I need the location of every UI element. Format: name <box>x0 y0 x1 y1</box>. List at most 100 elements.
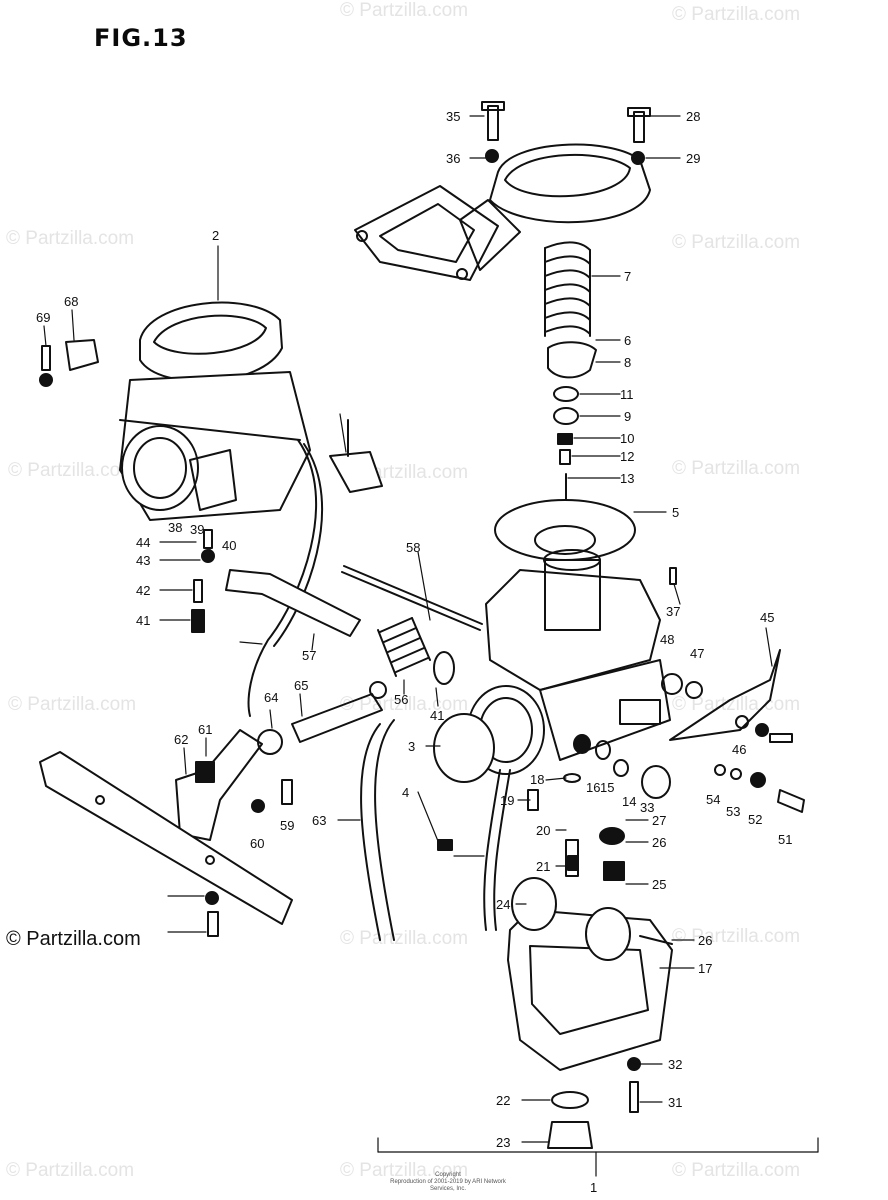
cap-3 <box>433 713 495 783</box>
screw-43 <box>193 579 203 603</box>
screw-4 <box>437 839 453 851</box>
watermark: © Partzilla.com <box>340 694 469 715</box>
screw-45 <box>203 529 213 549</box>
copyright-line-1: Copyright <box>435 1172 461 1178</box>
watermark: © Partzilla.com <box>672 232 801 253</box>
callout-22: 22 <box>496 1093 510 1108</box>
watermark: © Partzilla.com <box>672 694 801 715</box>
screw-bottom <box>207 911 219 937</box>
callout-23: 23 <box>496 1135 510 1150</box>
callout-10: 10 <box>620 431 634 446</box>
callout-43: 42 <box>136 583 150 598</box>
watermark: © Partzilla.com <box>6 1160 135 1181</box>
callout-54: 56 <box>394 692 408 707</box>
float-bowl <box>507 877 673 1071</box>
float-24 <box>511 877 557 931</box>
watermark: © Partzilla.com <box>8 694 137 715</box>
callout-13: 13 <box>620 471 634 486</box>
piston-spring <box>544 241 591 337</box>
callout-60: 62 <box>174 732 188 747</box>
callout-65: 69 <box>36 310 50 325</box>
callout-19: 19 <box>500 793 514 808</box>
callout-39: 39 <box>190 522 204 537</box>
callout-28: 27 <box>652 813 666 828</box>
callout-17: 17 <box>698 961 712 976</box>
callout-26: 26 <box>698 933 712 948</box>
top-cap-cover <box>459 143 651 271</box>
washer-9 <box>553 407 579 425</box>
screw-35 <box>487 105 499 141</box>
watermark: © Partzilla.com <box>6 228 135 249</box>
screw-65 <box>41 345 51 371</box>
callout-62: 65 <box>294 678 308 693</box>
callout-36: 36 <box>446 151 460 166</box>
right-carburetor-body <box>467 549 671 775</box>
adjust-screw-50 <box>777 789 805 813</box>
callout-1: 1 <box>590 1180 597 1195</box>
callout-15: 15 <box>600 780 614 795</box>
callout-49: 48 <box>660 632 674 647</box>
fitting-69 <box>329 451 383 493</box>
callout-38: 38 <box>168 520 182 535</box>
washer-49 <box>661 673 683 695</box>
washer-41 <box>433 651 455 685</box>
watermark: © Partzilla.com <box>340 1160 469 1181</box>
needle-retainer <box>547 341 597 379</box>
callout-46: 45 <box>760 610 774 625</box>
callout-4: 4 <box>402 785 409 800</box>
shaft-55 <box>225 569 361 637</box>
shaft-62 <box>291 693 383 743</box>
watermark: © Partzilla.com <box>672 458 801 479</box>
callout-31: 31 <box>668 1095 682 1110</box>
callout-50: 51 <box>778 832 792 847</box>
screw-57 <box>281 779 293 805</box>
callout-51: 52 <box>748 812 762 827</box>
callout-33: 33 <box>640 800 654 815</box>
callout-64: 68 <box>64 294 78 309</box>
callout-35: 35 <box>446 109 460 124</box>
callout-27: 26 <box>652 835 666 850</box>
collar-61 <box>257 729 283 755</box>
plug-23 <box>547 1121 593 1149</box>
callout-21: 21 <box>536 859 550 874</box>
callout-58: 60 <box>250 836 264 851</box>
callout-40: 40 <box>222 538 236 553</box>
callout-5: 5 <box>672 505 679 520</box>
watermark: © Partzilla.com <box>672 4 801 25</box>
callout-56: 58 <box>406 540 420 555</box>
o-ring-22 <box>551 1091 589 1109</box>
cap-33 <box>641 765 671 799</box>
callout-53: 54 <box>706 792 720 807</box>
callout-41: 41 <box>430 708 444 723</box>
figure-title: FIG.13 <box>94 24 188 52</box>
callout-32: 32 <box>668 1057 682 1072</box>
watermark: © Partzilla.com <box>340 928 469 949</box>
callout-52: 53 <box>726 804 740 819</box>
spring-12 <box>559 449 571 465</box>
callout-55: 57 <box>302 648 316 663</box>
callout-61: 64 <box>264 690 278 705</box>
mounting-plate <box>39 751 293 925</box>
callout-3: 3 <box>408 739 415 754</box>
left-carburetor-body <box>119 301 311 521</box>
copyright-note: Copyright Reproduction of 2001-2019 by A… <box>388 1172 508 1193</box>
lever-60 <box>175 729 263 841</box>
watermark: © Partzilla.com <box>8 460 137 481</box>
callout-12: 12 <box>620 449 634 464</box>
callout-37: 37 <box>666 604 680 619</box>
pin-26 <box>639 935 673 945</box>
callout-6: 6 <box>624 333 631 348</box>
callout-9: 9 <box>624 409 631 424</box>
watermark: © Partzilla.com <box>672 926 801 947</box>
callout-18: 18 <box>530 772 544 787</box>
callout-30: 29 <box>686 151 700 166</box>
callout-20: 20 <box>536 823 550 838</box>
hose-68-right <box>483 769 501 931</box>
watermark: © Partzilla.com <box>672 1160 801 1181</box>
hose-68-left <box>247 439 318 717</box>
callout-45: 44 <box>136 535 150 550</box>
callout-59: 61 <box>198 722 212 737</box>
callout-25: 25 <box>652 877 666 892</box>
callout-16: 16 <box>586 780 600 795</box>
throttle-lever <box>669 649 781 741</box>
